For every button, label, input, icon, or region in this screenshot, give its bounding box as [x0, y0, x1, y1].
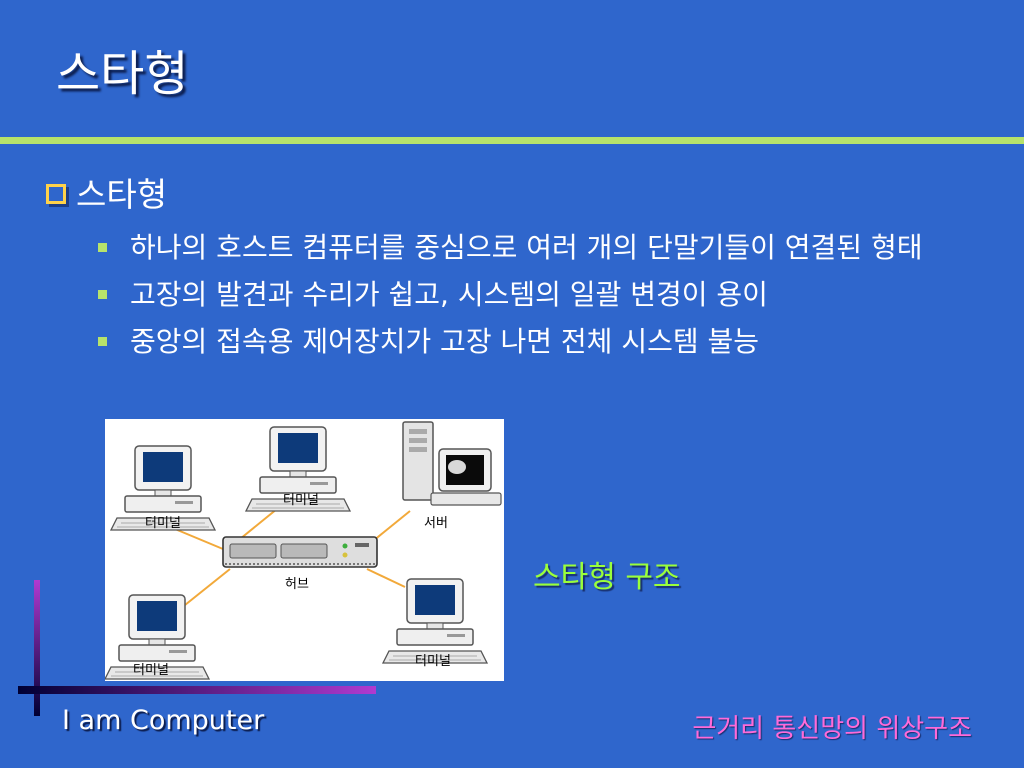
footer-left-text: I am Computer: [62, 705, 265, 736]
star-topology-diagram: 터미널 터미널 서버 허브 터미널 터미널: [104, 419, 504, 681]
bullet-item: 중앙의 접속용 제어장치가 고장 나면 전체 시스템 불능: [98, 320, 978, 364]
diagram-svg: 터미널 터미널 서버 허브 터미널 터미널: [104, 421, 502, 680]
terminal-bottom-right-icon: [382, 578, 488, 664]
square-bullet-icon: [46, 184, 66, 204]
bullet-item: 하나의 호스트 컴퓨터를 중심으로 여러 개의 단말기들이 연결된 형태: [98, 226, 978, 270]
bullet-item: 고장의 발견과 수리가 쉽고, 시스템의 일괄 변경이 용이: [98, 273, 978, 317]
footer-right-text: 근거리 통신망의 위상구조: [692, 714, 972, 744]
slide-title: 스타형: [56, 46, 189, 102]
label-top-terminal: 터미널: [283, 493, 319, 508]
title-rule: [0, 137, 1024, 144]
bullet-list: 하나의 호스트 컴퓨터를 중심으로 여러 개의 단말기들이 연결된 형태 고장의…: [98, 226, 978, 367]
label-bottom-right-terminal: 터미널: [415, 654, 451, 669]
label-left-terminal: 터미널: [145, 516, 181, 531]
server-icon: [402, 421, 502, 506]
level1-item: 스타형: [46, 168, 167, 216]
hub-icon: [222, 536, 378, 568]
level1-text: 스타형: [76, 175, 168, 214]
diagram-caption: 스타형 구조: [533, 560, 681, 595]
decor-horizontal-bar: [18, 686, 376, 694]
label-bottom-left-terminal: 터미널: [133, 663, 169, 678]
label-server: 서버: [424, 516, 448, 531]
label-hub: 허브: [285, 577, 309, 592]
decor-vertical-bar: [34, 580, 40, 716]
